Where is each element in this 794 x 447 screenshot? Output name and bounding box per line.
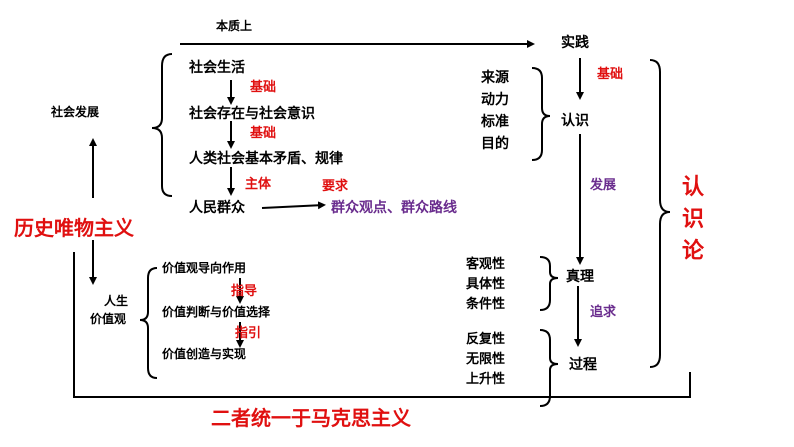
judgement-node: 价值判断与价值选择 (162, 305, 271, 319)
prop-ascending: 上升性 (466, 372, 506, 387)
prop-objectivity: 客观性 (466, 257, 506, 272)
requirement-label: 要求 (322, 179, 349, 194)
truth-props-list: 客观性 具体性 条件性 (466, 255, 505, 315)
epistemology-title: 认 识 论 (681, 175, 704, 264)
creation-node: 价值创造与实现 (162, 347, 247, 361)
practice-basis-label: 基础 (597, 67, 624, 82)
role-power: 动力 (481, 92, 509, 108)
historical-materialism-title: 历史唯物主义 (14, 216, 134, 240)
prop-concreteness: 具体性 (466, 277, 506, 292)
basis-label-2: 基础 (250, 126, 277, 141)
contradiction-law-node: 人类社会基本矛盾、规律 (189, 151, 343, 167)
brace-chain1 (151, 53, 173, 197)
prop-conditionality: 条件性 (466, 297, 506, 312)
bracket-unified (73, 252, 691, 398)
develop-label: 发展 (590, 178, 617, 193)
process-props-list: 反复性 无限性 上升性 (466, 330, 505, 390)
lead-label: 指引 (235, 326, 262, 341)
social-life-node: 社会生活 (189, 60, 245, 76)
process-node: 过程 (569, 357, 597, 373)
social-development-node: 社会发展 (51, 105, 100, 119)
role-purpose: 目的 (481, 136, 509, 152)
bracket-truth-props (539, 256, 559, 311)
bracket-practice-roles (531, 67, 551, 161)
bracket-process-props (539, 329, 559, 407)
subject-label: 主体 (245, 177, 272, 192)
practice-node: 实践 (561, 35, 589, 51)
prop-infinite: 无限性 (466, 352, 506, 367)
cognition-node: 认识 (561, 113, 589, 129)
truth-node: 真理 (566, 269, 594, 285)
mass-view-node: 群众观点、群众路线 (331, 200, 457, 216)
value-guide-node: 价值观导向作用 (162, 261, 247, 275)
pursue-label: 追求 (590, 305, 617, 320)
basis-label-1: 基础 (250, 80, 277, 95)
role-source: 来源 (481, 70, 509, 86)
practice-roles-list: 来源 动力 标准 目的 (481, 67, 509, 155)
role-standard: 标准 (481, 114, 509, 130)
existence-consciousness-node: 社会存在与社会意识 (189, 106, 315, 122)
guide-label: 指导 (231, 284, 258, 299)
brace-chain2 (139, 267, 158, 379)
arrow-masses-to-view (261, 201, 326, 210)
life-values-line2: 价值观 (90, 312, 127, 326)
masses-node: 人民群众 (189, 200, 245, 216)
life-values-line1: 人生 (104, 294, 129, 308)
unified-title: 二者统一于马克思主义 (211, 406, 411, 430)
essence-label: 本质上 (216, 19, 253, 33)
prop-repetitive: 反复性 (466, 332, 506, 347)
brace-epistemology (649, 59, 671, 368)
